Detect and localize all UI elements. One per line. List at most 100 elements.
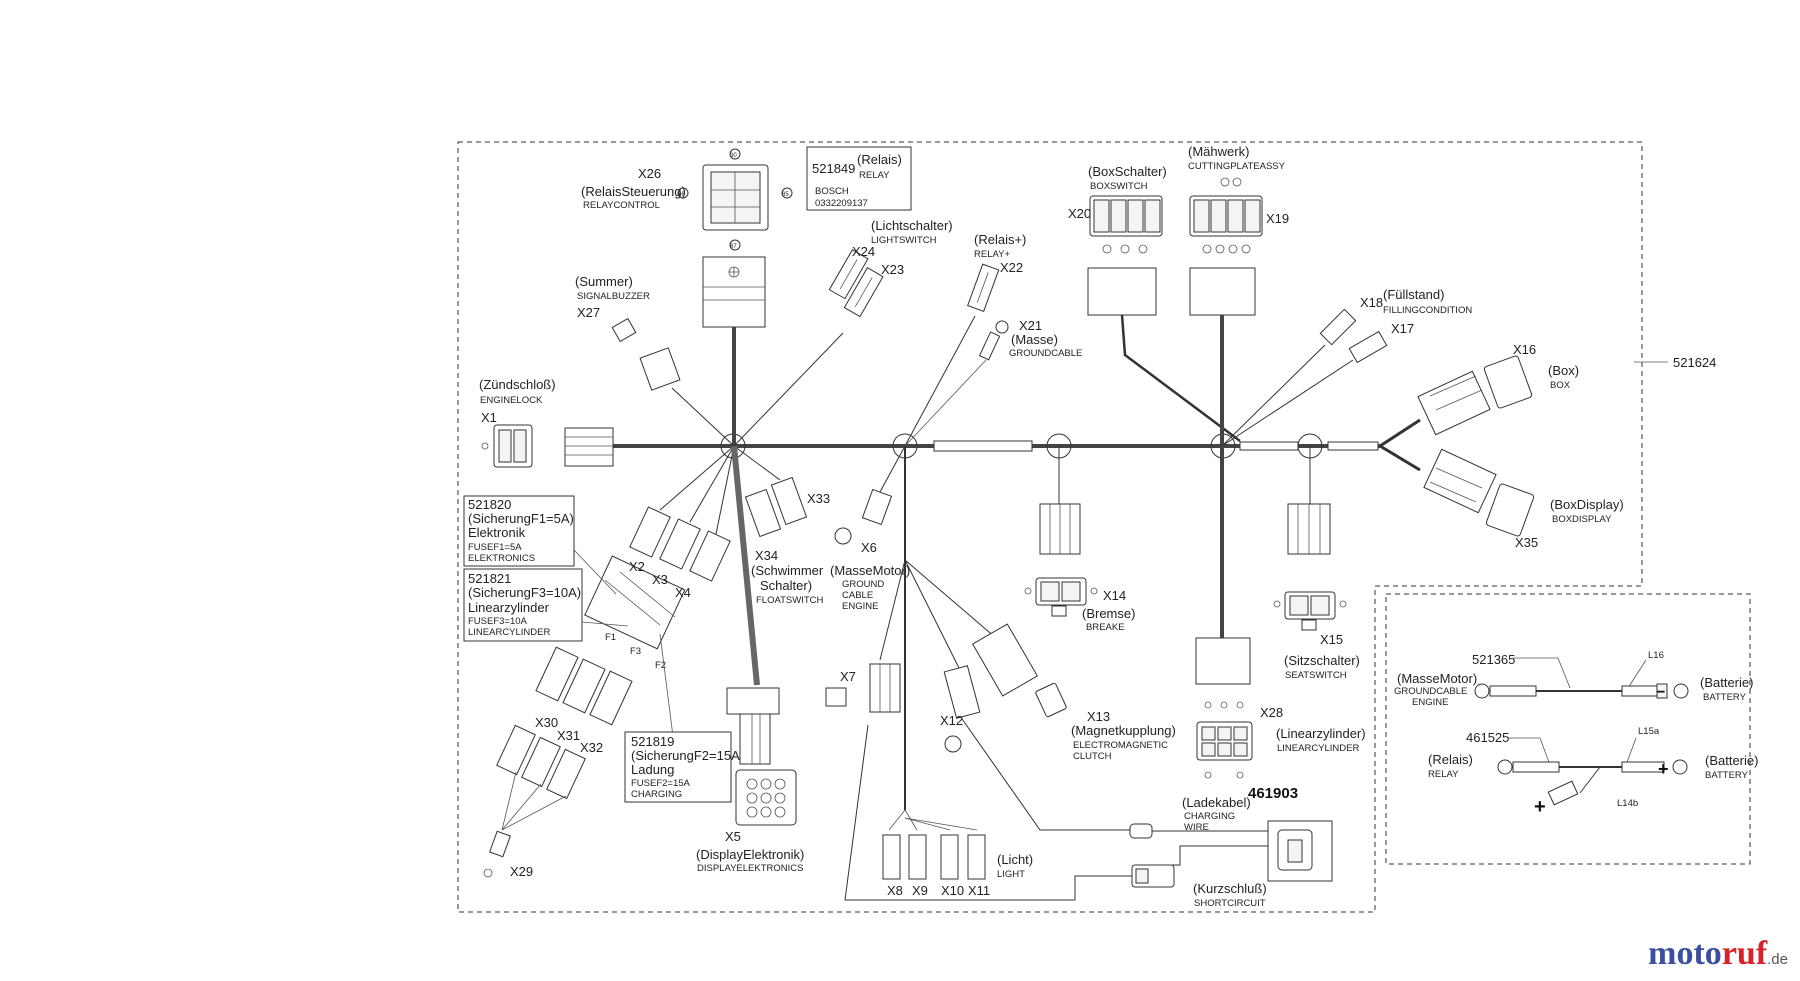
label-labels-schalter: Schalter) [760,578,812,593]
label-labels-f1-de2: Elektronik [468,525,526,540]
label-labels-shortcircuit: SHORTCIRCUIT [1194,898,1266,909]
label-labels-magnet: (Magnetkupplung) [1071,723,1176,738]
fuse-holders [584,506,731,650]
label-labels-f2-de: (SicherungF2=15A) [631,748,744,763]
label-inset-code2: 461525 [1466,730,1509,745]
connector-x35 [1423,448,1535,537]
label-connectors-x29: X29 [510,864,533,879]
label-connectors-x7: X7 [840,669,856,684]
label-connectors-x14: X14 [1103,588,1126,603]
connector-x29 [483,830,511,878]
label-labels-bremse: (Bremse) [1082,606,1135,621]
label-labels-electromag: ELECTROMAGNETIC [1073,740,1168,751]
label-connectors-x2: X2 [629,559,645,574]
label-connectors-x5: X5 [725,829,741,844]
label-connectors-x6: X6 [861,540,877,555]
charging-connector [1129,820,1333,882]
connector-x18-x17 [1319,308,1388,364]
connector-lights [882,809,986,880]
label-connectors-x34: X34 [755,548,778,563]
connector-x30-x32 [496,646,633,800]
label-connectors-x1: X1 [481,410,497,425]
label-labels-f2-de2: Ladung [631,762,674,777]
label-labels-maehwerk: (Mähwerk) [1188,144,1249,159]
label-inset-battery1: BATTERY [1703,692,1747,703]
label-labels-f3-en: FUSEF3=10A [468,616,528,627]
label-labels-cable: CABLE [842,590,873,601]
label-connectors-x3: X3 [652,572,668,587]
label-labels-f3-mark: F3 [630,646,641,657]
shortcircuit-connector [1131,864,1175,888]
connector-x20 [1087,195,1163,316]
inset-battery-cables: 521365 L16 (MasseMotor) GROUNDCABLE ENGI… [1394,650,1758,818]
connector-x14 [1024,577,1098,617]
label-connectors-x26: X26 [638,166,661,181]
label-labels-light: LIGHT [997,869,1025,880]
label-labels-wire: WIRE [1184,822,1209,833]
label-labels-enginelock: ENGINELOCK [480,395,543,406]
label-labels-relais-plus: (Relais+) [974,232,1026,247]
label-inset-plus: + [1534,796,1546,818]
motoruf-logo: motoruf.de [1648,935,1788,972]
label-labels-lichtschalter: (Lichtschalter) [871,218,953,233]
label-labels-boxschalter: (BoxSchalter) [1088,164,1167,179]
label-labels-summer: (Summer) [575,274,633,289]
label-labels-fuellstand: (Füllstand) [1383,287,1444,302]
label-labels-box-en: BOX [1550,380,1571,391]
label-labels-pin30: 30 [730,153,737,159]
label-inset-groundcable: GROUNDCABLE [1394,686,1467,697]
label-labels-f2-code: 521819 [631,734,674,749]
connector-x7 [825,663,901,713]
label-labels-relay-plus: RELAY+ [974,249,1010,260]
label-labels-f1-code: 521820 [468,497,511,512]
assembly-code: 521624 [1673,355,1716,370]
label-connectors-x20: X20 [1068,206,1091,221]
label-connectors-x24: X24 [852,244,875,259]
label-labels-ladekabel: (Ladekabel) [1182,795,1251,810]
label-labels-lightswitch: LIGHTSWITCH [871,235,937,246]
label-labels-clutch: CLUTCH [1073,751,1112,762]
label-labels-licht: (Licht) [997,852,1033,867]
connector-x5 [735,769,797,826]
label-labels-f3-de: (SicherungF3=10A) [468,585,581,600]
label-labels-boxdisplay: (BoxDisplay) [1550,497,1624,512]
label-connectors-x21: X21 [1019,318,1042,333]
label-labels-f1-mark: F1 [605,632,616,643]
label-labels-linear-en: LINEARCYLINDER [1277,743,1359,754]
inset-frame [1385,593,1751,865]
connector-x26: 30 85 86 87 [677,148,793,251]
relay-socket [702,256,766,328]
label-inset-code1: 521365 [1472,652,1515,667]
label-inset-massemotor: (MasseMotor) [1397,671,1477,686]
label-labels-f2-mark: F2 [655,660,666,671]
connector-x34 [726,687,780,765]
charging-code: 461903 [1248,785,1298,802]
label-labels-linear: (Linearzylinder) [1276,726,1366,741]
label-labels-sitzschalter: (Sitzschalter) [1284,653,1360,668]
label-labels-zuendschloss: (Zündschloß) [479,377,556,392]
label-connectors-x15: X15 [1320,632,1343,647]
label-connectors-x35: X35 [1515,535,1538,550]
connector-x16 [1417,355,1533,436]
label-connectors-x8: X8 [887,883,903,898]
label-labels-relaycontrol: RELAYCONTROL [583,200,660,211]
label-connectors-x31: X31 [557,728,580,743]
connector-x22 [967,263,1000,312]
label-connectors-x10: X10 [941,883,964,898]
connector-block-left [564,427,614,467]
label-labels-breake: BREAKE [1086,622,1125,633]
label-labels-relais: (Relais) [857,152,902,167]
connector-x13 [971,623,1067,718]
label-labels-boxdisplay-en: BOXDISPLAY [1552,514,1612,525]
label-labels-signalbuzzer: SIGNALBUZZER [577,291,650,302]
label-labels-displayelek: (DisplayElektronik) [696,847,804,862]
label-labels-f3-en2: LINEARCYLINDER [468,627,550,638]
connector-x24-x23 [828,249,884,318]
label-labels-pin87: 87 [730,244,737,250]
fuse-f3-box [463,568,583,642]
label-connectors-x22: X22 [1000,260,1023,275]
label-labels-bosch-no: 0332209137 [815,198,868,209]
fuse-f1-box [463,495,575,567]
label-inset-batterie1: (Batterie) [1700,675,1753,690]
